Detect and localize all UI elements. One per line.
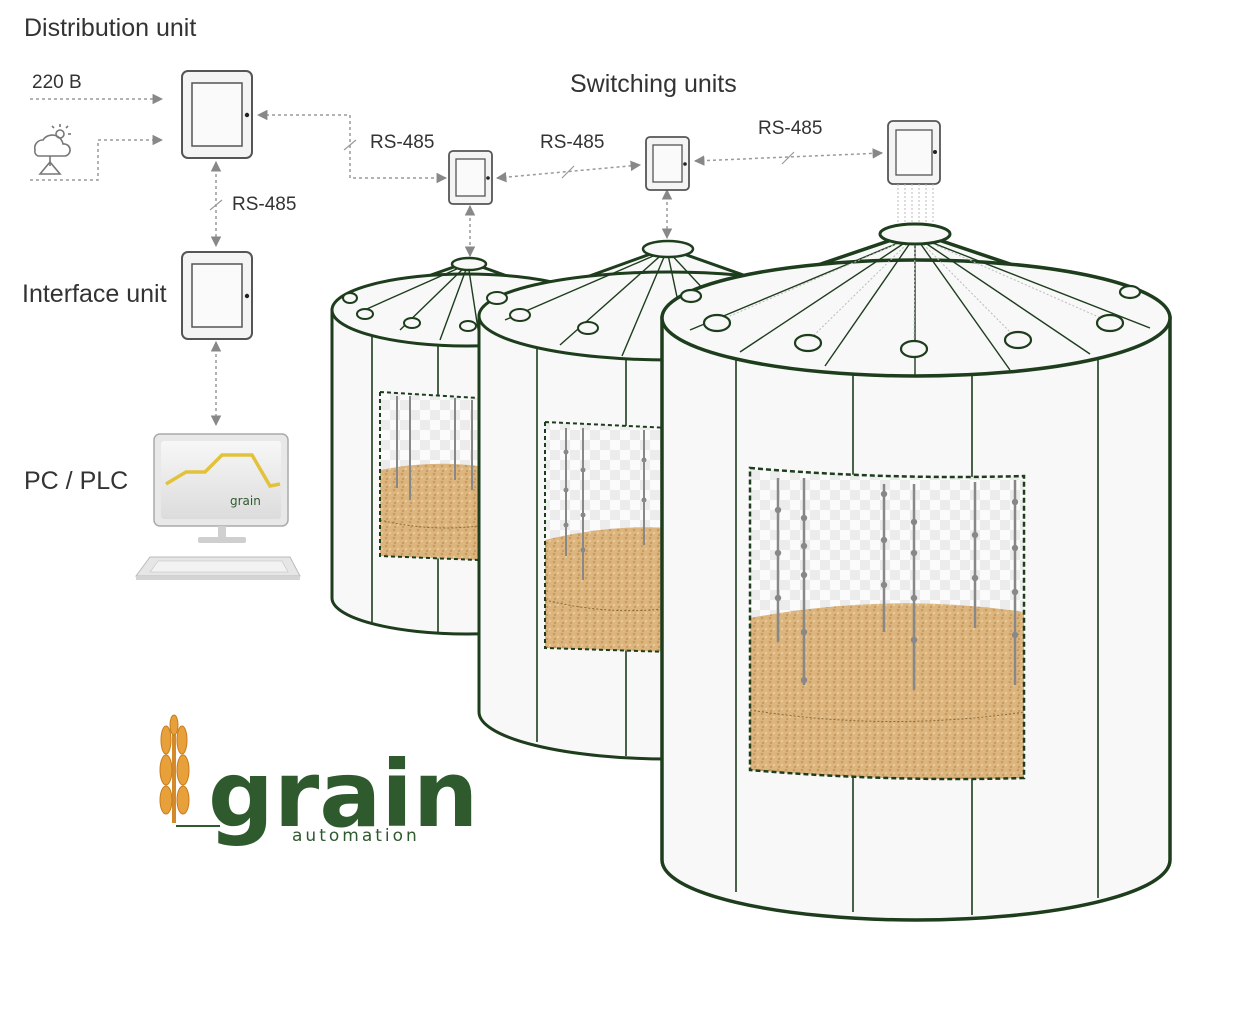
connectors	[30, 93, 884, 427]
rs485-label-4: RS-485	[232, 194, 296, 215]
interface-unit-label: Interface unit	[22, 280, 167, 308]
monitor-logo-text: grain	[230, 494, 261, 508]
distribution-unit-device[interactable]	[181, 70, 253, 159]
grain-automation-logo: grain automation	[159, 714, 478, 848]
weather-sensor-icon	[33, 124, 71, 175]
switching-unit-3-device[interactable]	[887, 120, 941, 185]
logo-word: grain	[208, 741, 478, 848]
pc-plc-label: PC / PLC	[24, 467, 128, 495]
rs485-label-1: RS-485	[370, 132, 434, 153]
sensor-cables	[897, 184, 934, 228]
silo-3	[660, 222, 1172, 922]
wheat-icon	[159, 714, 190, 823]
switching-unit-1-device[interactable]	[448, 150, 493, 205]
logo-subtitle: automation	[292, 826, 420, 846]
pc-monitor[interactable]: grain	[153, 433, 289, 543]
switching-unit-2-device[interactable]	[645, 136, 690, 191]
interface-unit-device[interactable]	[181, 251, 253, 340]
rs485-slashes	[209, 139, 795, 211]
power-input-label: 220 B	[32, 72, 82, 93]
rs485-label-3: RS-485	[758, 118, 822, 139]
distribution-unit-label: Distribution unit	[24, 14, 196, 42]
rs485-label-2: RS-485	[540, 132, 604, 153]
switching-units-label: Switching units	[570, 70, 737, 98]
keyboard	[135, 556, 301, 580]
